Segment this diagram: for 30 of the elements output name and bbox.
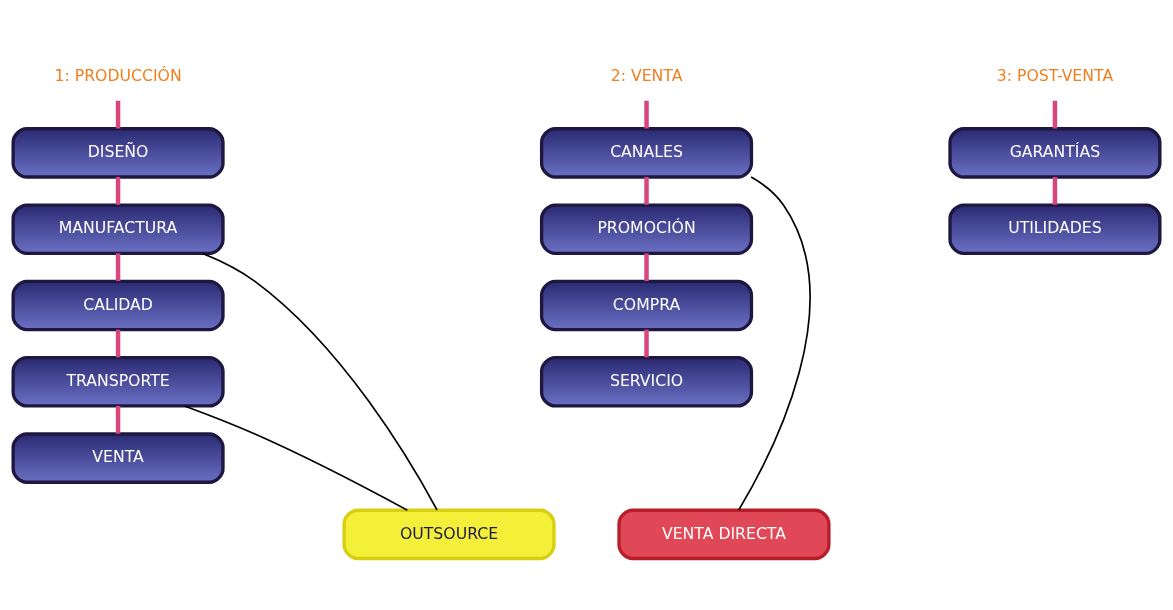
connector <box>644 100 649 128</box>
node-text: 2: VENTA <box>610 65 683 85</box>
connector <box>115 405 121 434</box>
connector <box>1052 100 1058 128</box>
node-box: GARANTÍAS <box>948 126 1162 179</box>
node-box: UTILIDADES <box>948 202 1162 255</box>
node-box: VENTA <box>11 431 225 484</box>
connector <box>644 176 649 205</box>
connector <box>115 100 121 128</box>
connector <box>115 176 121 205</box>
node-box: TRANSPORTE <box>11 355 225 408</box>
node-box: VENTA DIRECTA <box>617 508 831 560</box>
connector <box>201 252 438 511</box>
node-text: 1: PRODUCCIÓN <box>54 65 182 85</box>
connector <box>183 404 409 511</box>
node-box: CANALES <box>539 126 754 179</box>
node-box: CALIDAD <box>11 279 225 331</box>
node-box: MANUFACTURA <box>11 202 225 255</box>
node-box: PROMOCIÓN <box>539 202 754 255</box>
connector <box>644 329 649 357</box>
node-box: COMPRA <box>539 279 754 331</box>
node-box: OUTSOURCE <box>342 508 556 560</box>
node-box: SERVICIO <box>539 355 754 408</box>
connector <box>1052 176 1058 205</box>
connector <box>737 175 811 511</box>
connector <box>115 329 121 357</box>
connector <box>644 252 649 281</box>
node-box: DISEÑO <box>11 126 225 179</box>
node-text: 3: POST-VENTA <box>996 65 1114 85</box>
connector <box>115 252 121 281</box>
